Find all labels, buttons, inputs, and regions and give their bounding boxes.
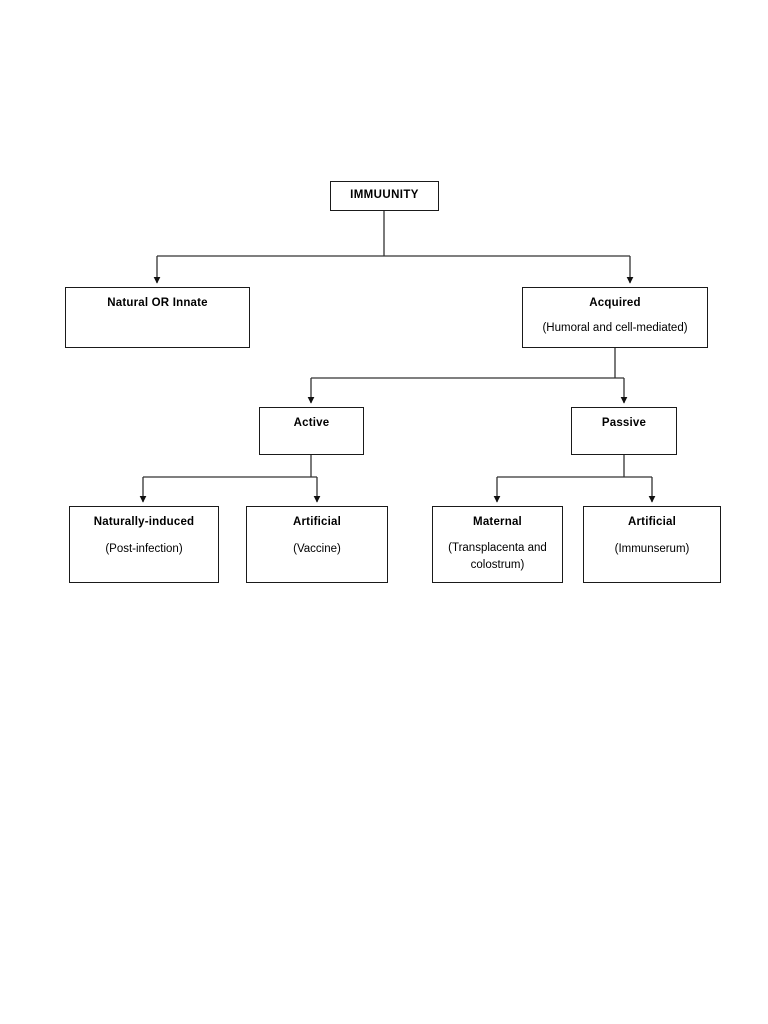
node-passive-title: Passive [601,417,647,429]
node-artificial-passive-title: Artificial [627,516,676,528]
node-artificial-active-subtitle: (Vaccine) [293,542,341,555]
node-artificial-active: Artificial (Vaccine) [246,506,388,583]
node-naturally-induced-subtitle: (Post-infection) [105,542,183,555]
node-artificial-active-title: Artificial [292,516,341,528]
node-natural-innate: Natural OR Innate [65,287,250,348]
node-artificial-passive-subtitle: (Immunserum) [614,542,690,555]
node-immunity-title: IMMUUNITY [350,189,419,202]
node-acquired: Acquired (Humoral and cell-mediated) [522,287,708,348]
node-acquired-title: Acquired [589,297,641,309]
node-maternal-title: Maternal [473,516,522,528]
node-naturally-induced: Naturally-induced (Post-infection) [69,506,219,583]
node-acquired-subtitle: (Humoral and cell-mediated) [542,321,688,334]
node-active: Active [259,407,364,455]
node-immunity: IMMUUNITY [330,181,439,211]
node-artificial-passive: Artificial (Immunserum) [583,506,721,583]
node-passive: Passive [571,407,677,455]
node-naturally-induced-title: Naturally-induced [93,516,195,528]
node-maternal-subtitle: (Transplacenta and colostrum) [448,541,547,571]
node-maternal: Maternal (Transplacenta and colostrum) [432,506,563,583]
node-natural-innate-title: Natural OR Innate [107,297,208,309]
node-active-title: Active [293,417,330,429]
